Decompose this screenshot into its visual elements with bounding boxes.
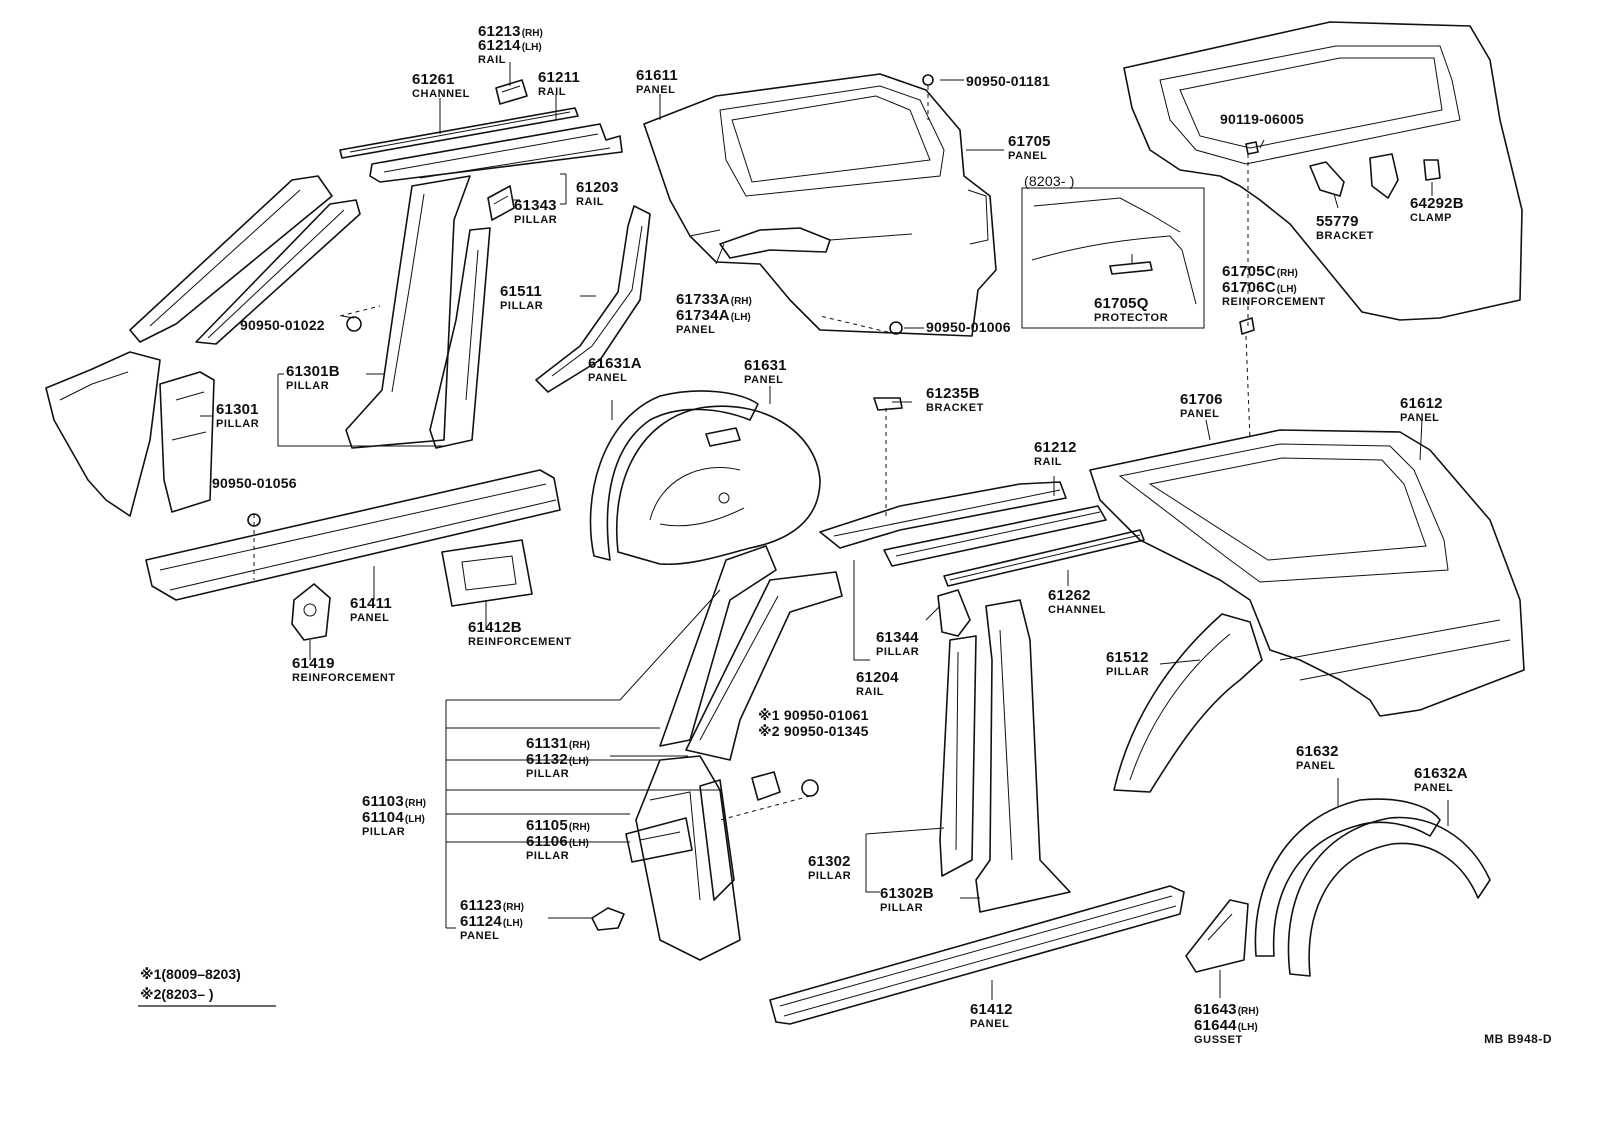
label-90950-01056: 90950-01056 — [212, 475, 297, 491]
label-61705c: 61705C(RH) — [1222, 263, 1298, 280]
inset-box-8203 — [1021, 187, 1205, 329]
footnote-underline — [138, 1005, 276, 1007]
part-61611-panel-quarter — [643, 73, 997, 337]
label-8203-box: (8203- ) — [1024, 173, 1075, 189]
part-61262-channel — [943, 529, 1145, 587]
assembly-dashed-lines — [253, 86, 1251, 821]
label-90950-01022: 90950-01022 — [240, 317, 325, 333]
part-61631a-panel-wheelhouse-outer — [589, 390, 759, 561]
label-61643: 61643(RH) — [1194, 1001, 1259, 1018]
part-61213-rail-bracket — [495, 79, 528, 105]
part-61412-panel-rocker — [769, 885, 1185, 1025]
part-61123-panel — [591, 907, 625, 931]
label-61214: 61214(LH)RAIL — [478, 37, 542, 66]
part-61131-pillar — [659, 545, 843, 761]
part-61302b-pillar — [975, 599, 1071, 913]
part-back-door-outline — [1123, 21, 1523, 321]
label-x2-90950-01345: ※2 90950-01345 — [758, 723, 869, 739]
label-90950-01006: 90950-01006 — [926, 319, 1011, 335]
part-61132-bracket — [751, 771, 781, 801]
part-61203-rail-diagonal — [129, 175, 361, 345]
label-61105: 61105(RH) — [526, 817, 590, 834]
label-61132: 61132(LH)PILLAR — [526, 751, 589, 780]
part-61211-rail — [369, 123, 623, 183]
part-61105-pillar — [625, 779, 735, 901]
part-61412b-reinforcement — [441, 539, 533, 607]
label-61124: 61124(LH)PANEL — [460, 913, 523, 942]
footnote-2: ※2(8203– ) — [140, 986, 214, 1002]
part-61261-channel — [339, 107, 579, 159]
label-61733a: 61733A(RH) — [676, 291, 752, 308]
part-61103-pillar — [635, 755, 741, 961]
part-61612-panel-quarter — [1089, 429, 1525, 717]
part-61301-pillar — [45, 351, 215, 517]
part-61511-pillar — [535, 205, 651, 393]
drawing-code: MB B948-D — [1484, 1032, 1552, 1046]
label-61706c: 61706C(LH)REINFORCEMENT — [1222, 279, 1326, 308]
label-61103: 61103(RH) — [362, 793, 426, 810]
label-61106: 61106(LH)PILLAR — [526, 833, 589, 862]
part-61643-gusset — [1185, 899, 1249, 973]
part-61632-panel-wheelhouse — [1254, 798, 1441, 957]
part-61212-rail — [819, 481, 1067, 549]
leader-lines — [200, 62, 1449, 1000]
label-90119-06005: 90119-06005 — [1220, 111, 1304, 127]
part-61411-panel-rocker — [145, 469, 561, 601]
label-61123: 61123(RH) — [460, 897, 524, 914]
part-61419-reinforcement — [291, 583, 331, 641]
label-61734a: 61734A(LH)PANEL — [676, 307, 751, 336]
label-61213: 61213(RH) — [478, 23, 543, 40]
label-61131: 61131(RH) — [526, 735, 590, 752]
part-61301b-pillar — [345, 175, 491, 449]
label-x1-90950-01061: ※1 90950-01061 — [758, 707, 869, 723]
part-61204-rail — [883, 505, 1107, 567]
part-61343-pillar-bracket — [487, 185, 515, 221]
part-61632a-panel-wheelhouse — [1287, 816, 1491, 977]
footnote-1: ※1(8009–8203) — [140, 966, 241, 982]
part-61512-pillar — [1113, 613, 1263, 793]
label-90950-01181: 90950-01181 — [966, 73, 1050, 89]
label-61644: 61644(LH)GUSSET — [1194, 1017, 1258, 1046]
part-61344-pillar — [937, 589, 971, 637]
part-61302-pillar — [939, 635, 977, 877]
part-grommets — [247, 74, 1255, 797]
label-61104: 61104(LH)PILLAR — [362, 809, 425, 838]
part-61631-panel-wheelhouse — [616, 405, 821, 566]
